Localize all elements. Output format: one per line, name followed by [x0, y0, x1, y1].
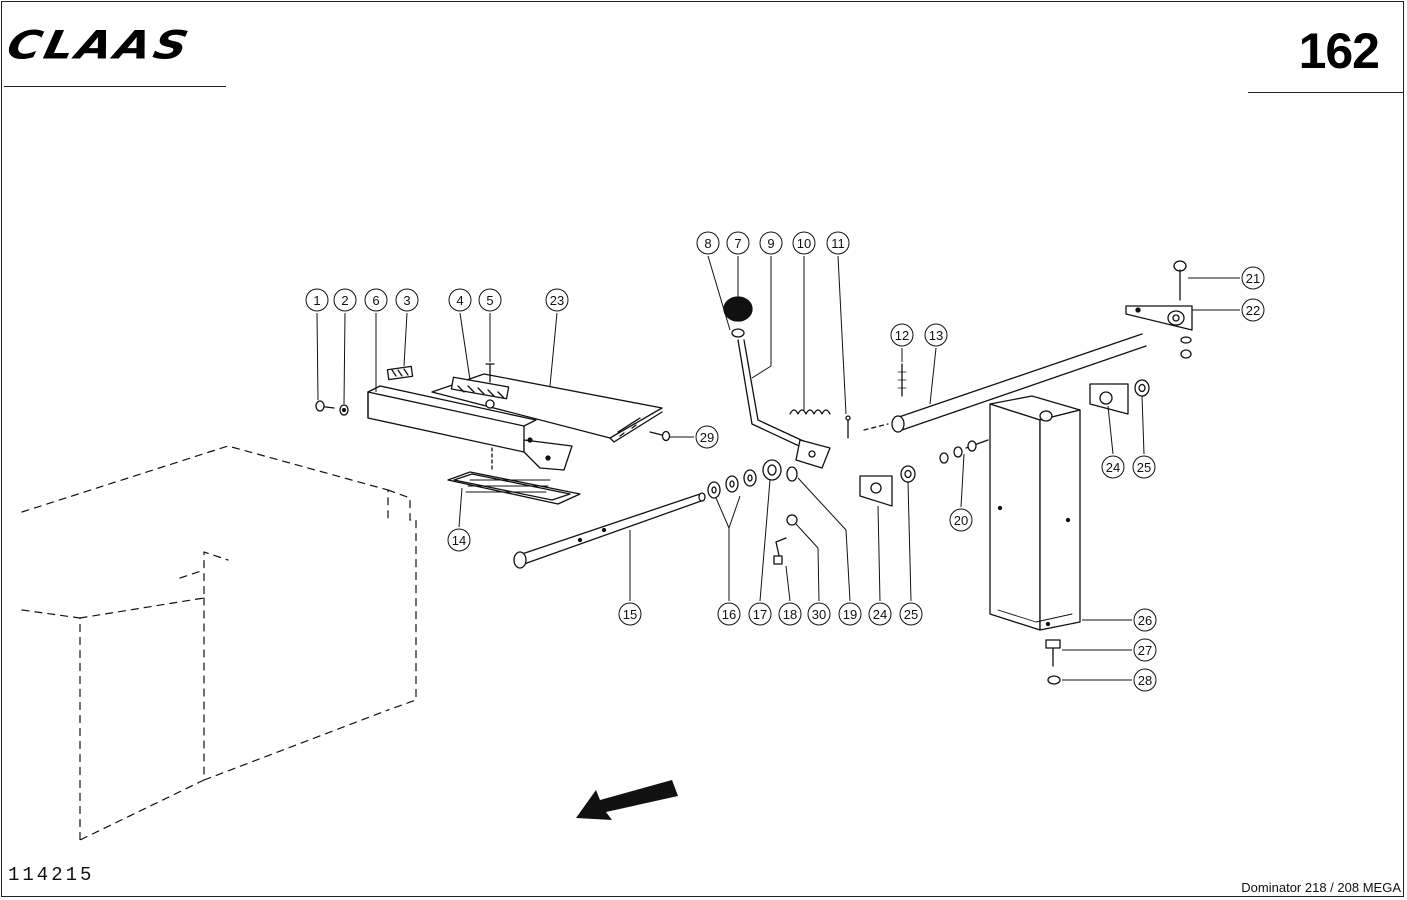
callout-label: 6: [372, 293, 379, 308]
pedal-pad: [447, 447, 581, 505]
callout-9: 9: [751, 231, 783, 379]
page-number: 162: [1298, 23, 1380, 79]
callout-30: 30: [795, 523, 831, 626]
callout-label: 29: [700, 430, 714, 445]
callout-label: 15: [623, 607, 637, 622]
callout-27: 27: [1062, 638, 1157, 662]
callout-19: 19: [797, 477, 862, 626]
callout-25-upper: 25: [1132, 395, 1156, 479]
callout-14: 14: [447, 487, 471, 552]
drawing-number: 114215: [8, 864, 95, 886]
page-number-underline: [1248, 92, 1404, 93]
callout-label: 30: [812, 607, 826, 622]
callout-10: 10: [792, 231, 816, 410]
callout-25-lower: 25: [899, 481, 923, 626]
callout-label: 19: [843, 607, 857, 622]
callout-label: 25: [1137, 460, 1151, 475]
callout-8: 8: [696, 231, 731, 331]
callout-29: 29: [670, 425, 719, 449]
callout-label: 13: [929, 328, 943, 343]
callout-label: 10: [797, 236, 811, 251]
shaft-13: [863, 333, 1147, 433]
callout-label: 7: [734, 236, 741, 251]
callout-24-upper: 24: [1101, 405, 1125, 479]
callout-label: 16: [722, 607, 736, 622]
callout-label: 17: [753, 607, 767, 622]
callout-label: 14: [452, 533, 466, 548]
callout-label: 23: [550, 293, 564, 308]
model-designation: Dominator 218 / 208 MEGA: [1241, 880, 1401, 895]
callout-label: 24: [873, 607, 887, 622]
callout-26: 26: [1082, 608, 1157, 632]
callout-label: 20: [954, 513, 968, 528]
callout-13: 13: [924, 323, 948, 405]
callout-label: 27: [1138, 643, 1152, 658]
callout-15: 15: [618, 530, 642, 626]
callout-7: 7: [726, 231, 750, 297]
callout-label: 28: [1138, 673, 1152, 688]
callout-label: 11: [831, 236, 845, 251]
callout-17: 17: [748, 479, 772, 626]
callout-label: 22: [1246, 303, 1260, 318]
callout-11: 11: [826, 231, 850, 415]
top-plate: [431, 373, 663, 443]
callout-28: 28: [1062, 668, 1157, 692]
shaft-15: [513, 492, 706, 569]
callout-18: 18: [778, 565, 802, 626]
callout-6: 6: [364, 288, 388, 392]
callout-label: 12: [895, 328, 909, 343]
callout-label: 5: [486, 293, 493, 308]
cover-plate: [367, 385, 573, 471]
callout-3: 3: [395, 288, 419, 367]
callout-label: 25: [904, 607, 918, 622]
callout-label: 9: [767, 236, 774, 251]
callout-label: 26: [1138, 613, 1152, 628]
housing-box: [989, 395, 1081, 631]
callout-22: 22: [1192, 298, 1265, 322]
logo-underline: [4, 86, 226, 87]
callout-12: 12: [890, 323, 914, 362]
callout-16: 16: [715, 495, 741, 626]
hand-lever: [723, 296, 831, 469]
machine-body-outline: [21, 445, 417, 841]
direction-arrow: [576, 780, 678, 820]
callout-1: 1: [305, 288, 329, 401]
callout-2: 2: [333, 288, 357, 405]
callout-label: 4: [456, 293, 463, 308]
callout-24-lower: 24: [868, 505, 892, 626]
callout-label: 3: [403, 293, 410, 308]
callout-label: 24: [1106, 460, 1120, 475]
callout-label: 18: [783, 607, 797, 622]
callout-layer: 1 2 6 3 4 5 23 8 7 9 10 11 12 13 21 22 2…: [305, 231, 1265, 692]
callout-label: 21: [1246, 271, 1260, 286]
callout-21: 21: [1188, 266, 1265, 290]
callout-20: 20: [949, 453, 973, 532]
lever-arm: [1125, 305, 1193, 331]
callout-5: 5: [478, 288, 502, 362]
callout-label: 2: [341, 293, 348, 308]
callout-label: 8: [704, 236, 711, 251]
callout-4: 4: [448, 288, 472, 381]
callout-label: 1: [313, 293, 320, 308]
callout-23: 23: [545, 288, 569, 387]
